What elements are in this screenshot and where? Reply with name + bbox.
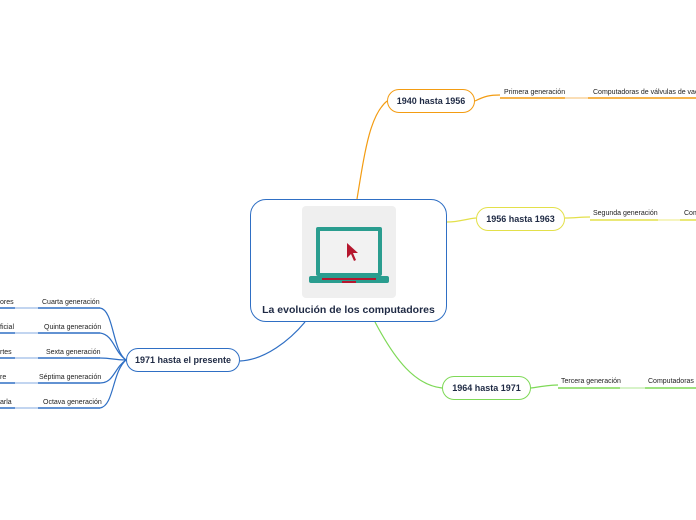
topic-1940-1956[interactable]: 1940 hasta 1956: [387, 89, 475, 113]
connector-central-1971: [239, 321, 306, 362]
connector-1971-quinta: [99, 332, 127, 361]
connector-central-1940: [356, 100, 388, 200]
connector-1971-sexta: [99, 357, 127, 361]
subtopic-sexta-generacion[interactable]: Sexta generación: [46, 349, 101, 356]
subtopic-segunda-generacion[interactable]: Segunda generación: [593, 210, 658, 217]
leaf-ores[interactable]: ores: [0, 299, 14, 306]
subtopic-octava-generacion[interactable]: Octava generación: [43, 399, 102, 406]
connector-central-1956: [446, 217, 477, 223]
leaf-rtes[interactable]: rtes: [0, 349, 12, 356]
subtopic-primera-generacion[interactable]: Primera generación: [504, 89, 566, 96]
leaf-ficial[interactable]: ficial: [0, 324, 15, 331]
topic-1964-1971[interactable]: 1964 hasta 1971: [442, 376, 531, 400]
central-topic[interactable]: La evolución de los computadores: [250, 199, 447, 322]
subtopic-computadoras-d[interactable]: Computadoras d: [648, 378, 696, 385]
subtopic-quinta-generacion[interactable]: Quinta generación: [44, 324, 102, 331]
central-title: La evolución de los computadores: [262, 304, 435, 316]
topic-1956-1963[interactable]: 1956 hasta 1963: [476, 207, 565, 231]
topic-1971-presente[interactable]: 1971 hasta el presente: [126, 348, 240, 372]
connector-1964-child: [530, 384, 559, 389]
leaf-re[interactable]: re: [0, 374, 7, 381]
subtopic-com[interactable]: Com: [684, 210, 696, 217]
leaf-arla[interactable]: arla: [0, 399, 12, 406]
connector-central-1964: [374, 321, 443, 389]
subtopic-septima-generacion[interactable]: Séptima generación: [39, 374, 102, 381]
connector-1971-octava: [99, 359, 127, 409]
subtopic-tercera-generacion[interactable]: Tercera generación: [561, 378, 621, 385]
subtopic-cuarta-generacion[interactable]: Cuarta generación: [42, 299, 100, 306]
subtopic-computadoras-valvulas[interactable]: Computadoras de válvulas de vacío: [593, 89, 696, 96]
connector-1940-child: [474, 94, 501, 102]
laptop-cursor-icon: [302, 206, 396, 298]
connector-1956-child: [564, 216, 591, 219]
